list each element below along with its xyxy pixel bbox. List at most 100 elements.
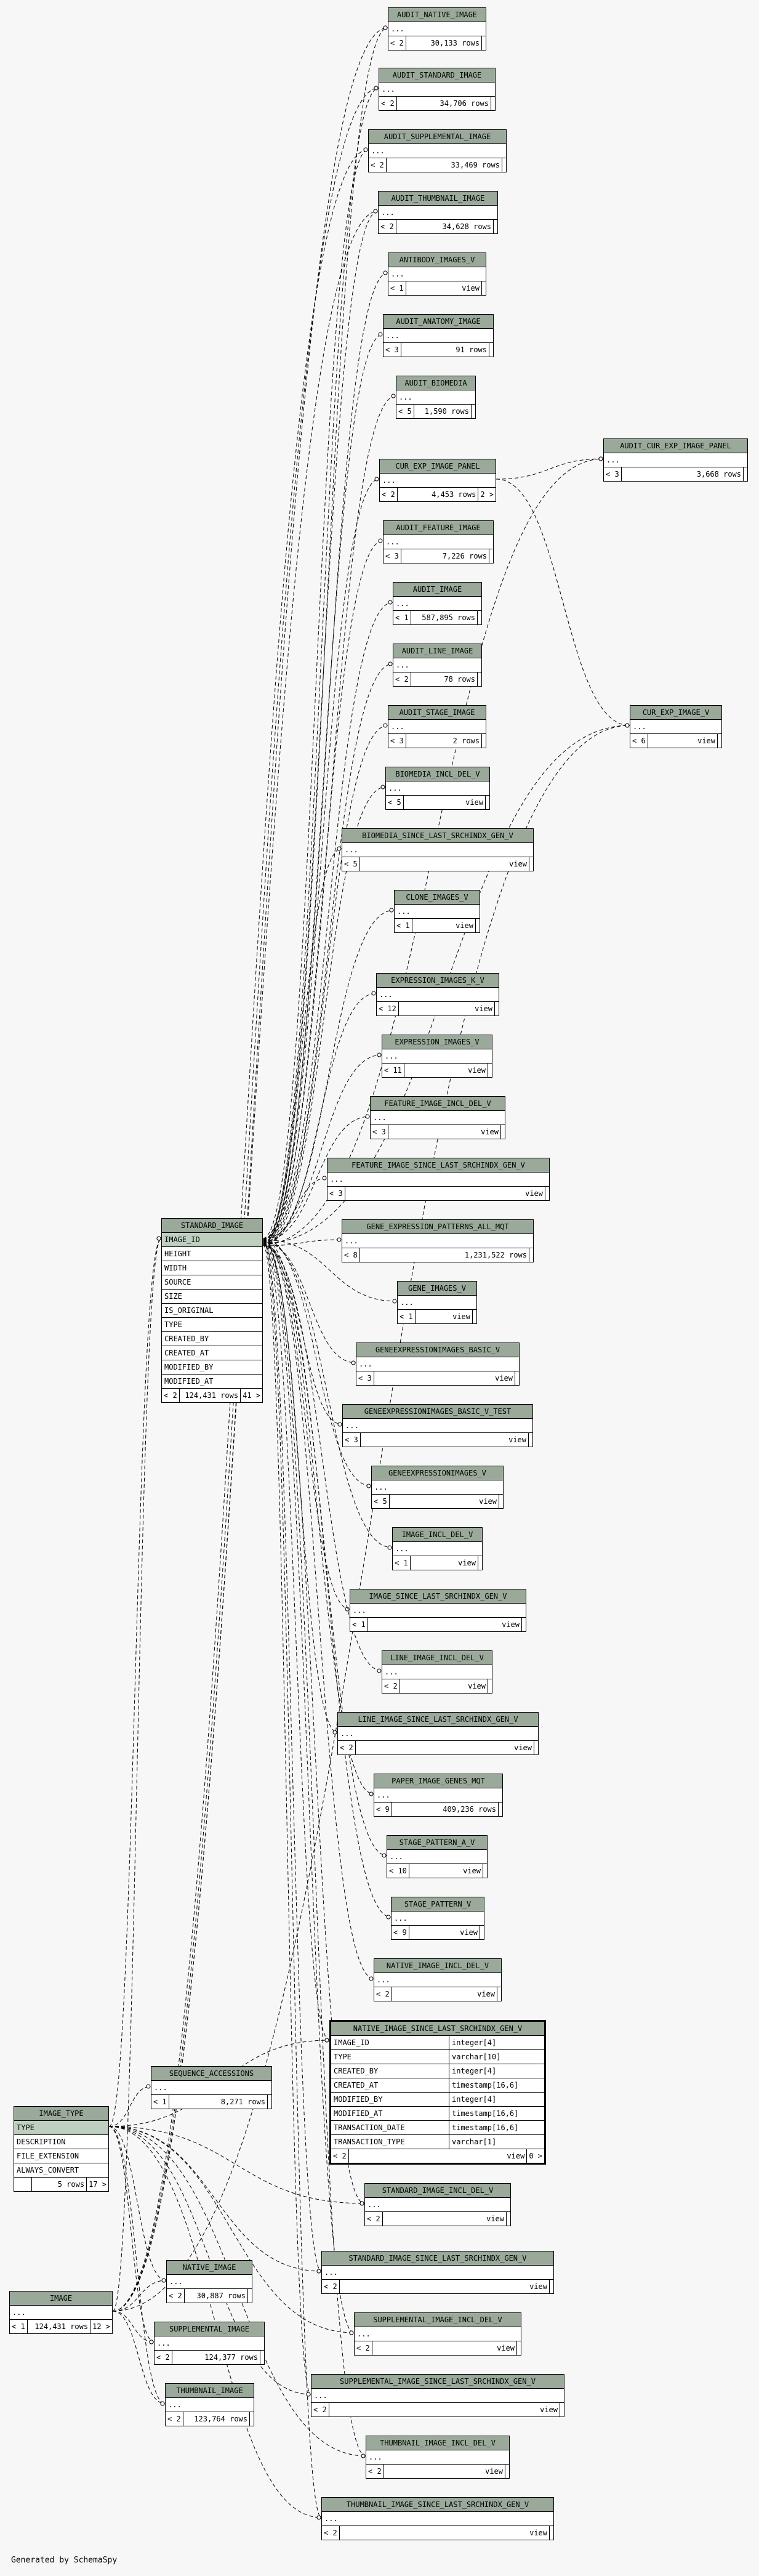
- table-name[interactable]: PAPER_IMAGE_GENES_MQT: [374, 1774, 502, 1788]
- table-name[interactable]: NATIVE_IMAGE_SINCE_LAST_SRCHINDX_GEN_V: [331, 2022, 544, 2036]
- table-column[interactable]: MODIFIED_BY: [162, 1360, 262, 1375]
- table-name[interactable]: NATIVE_IMAGE: [167, 2261, 252, 2275]
- table-column[interactable]: TYPE: [14, 2121, 108, 2135]
- table-column[interactable]: CREATED_BY: [162, 1332, 262, 1346]
- table-column[interactable]: SIZE: [162, 1290, 262, 1304]
- table-column[interactable]: DESCRIPTION: [14, 2135, 108, 2149]
- table-name[interactable]: GENE_IMAGES_V: [398, 1282, 476, 1296]
- table-name[interactable]: ANTIBODY_IMAGES_V: [388, 253, 486, 267]
- table-name[interactable]: IMAGE_SINCE_LAST_SRCHINDX_GEN_V: [350, 1589, 526, 1604]
- table-name[interactable]: AUDIT_STANDARD_IMAGE: [379, 68, 495, 83]
- table-column[interactable]: MODIFIED_AT: [162, 1375, 262, 1389]
- table-name[interactable]: CUR_EXP_IMAGE_PANEL: [380, 459, 496, 474]
- table-name[interactable]: BIOMEDIA_SINCE_LAST_SRCHINDX_GEN_V: [342, 829, 533, 843]
- table-name[interactable]: STAGE_PATTERN_V: [392, 1897, 484, 1912]
- table-name[interactable]: AUDIT_CUR_EXP_IMAGE_PANEL: [604, 439, 747, 453]
- table-name[interactable]: NATIVE_IMAGE_INCL_DEL_V: [374, 1959, 501, 1973]
- table-name[interactable]: SUPPLEMENTAL_IMAGE_INCL_DEL_V: [355, 2313, 521, 2327]
- table-name[interactable]: STANDARD_IMAGE_SINCE_LAST_SRCHINDX_GEN_V: [322, 2251, 553, 2266]
- table-name[interactable]: STAGE_PATTERN_A_V: [387, 1836, 487, 1850]
- table-column[interactable]: IMAGE_ID: [162, 1233, 262, 1247]
- table-column[interactable]: WIDTH: [162, 1261, 262, 1275]
- table-name[interactable]: EXPRESSION_IMAGES_K_V: [377, 974, 499, 988]
- table-name[interactable]: AUDIT_IMAGE: [393, 583, 481, 597]
- table-name[interactable]: FEATURE_IMAGE_SINCE_LAST_SRCHINDX_GEN_V: [327, 1158, 549, 1173]
- table-column[interactable]: HEIGHT: [162, 1247, 262, 1261]
- table-name[interactable]: SUPPLEMENTAL_IMAGE: [155, 2322, 264, 2336]
- table-column[interactable]: SOURCE: [162, 1275, 262, 1290]
- table-feature-image-since-last-srchindx-gen-v[interactable]: FEATURE_IMAGE_SINCE_LAST_SRCHINDX_GEN_V.…: [327, 1158, 550, 1201]
- table-name[interactable]: THUMBNAIL_IMAGE_INCL_DEL_V: [366, 2436, 509, 2450]
- table-name[interactable]: LINE_IMAGE_SINCE_LAST_SRCHINDX_GEN_V: [338, 1713, 538, 1727]
- table-name[interactable]: GENEEXPRESSIONIMAGES_BASIC_V: [356, 1343, 519, 1357]
- table-name[interactable]: IMAGE: [10, 2291, 112, 2306]
- table-name[interactable]: AUDIT_NATIVE_IMAGE: [388, 8, 486, 22]
- table-column[interactable]: IS_ORIGINAL: [162, 1304, 262, 1318]
- table-standard-image-since-last-srchindx-gen-v[interactable]: STANDARD_IMAGE_SINCE_LAST_SRCHINDX_GEN_V…: [321, 2251, 554, 2294]
- table-name[interactable]: SUPPLEMENTAL_IMAGE_SINCE_LAST_SRCHINDX_G…: [311, 2375, 564, 2389]
- table-thumbnail-image-since-last-srchindx-gen-v[interactable]: THUMBNAIL_IMAGE_SINCE_LAST_SRCHINDX_GEN_…: [321, 2497, 554, 2540]
- table-name[interactable]: EXPRESSION_IMAGES_V: [382, 1035, 492, 1049]
- table-line-image-since-last-srchindx-gen-v[interactable]: LINE_IMAGE_SINCE_LAST_SRCHINDX_GEN_V...<…: [337, 1712, 539, 1755]
- table-column[interactable]: ALWAYS_CONVERT: [14, 2163, 108, 2178]
- table-name[interactable]: GENEEXPRESSIONIMAGES_V: [372, 1466, 503, 1480]
- table-name[interactable]: AUDIT_ANATOMY_IMAGE: [384, 315, 493, 329]
- table-name[interactable]: FEATURE_IMAGE_INCL_DEL_V: [371, 1097, 505, 1111]
- table-column[interactable]: TYPE: [162, 1318, 262, 1332]
- table-column[interactable]: CREATED_AT: [162, 1346, 262, 1360]
- table-name[interactable]: GENEEXPRESSIONIMAGES_BASIC_V_TEST: [343, 1405, 532, 1419]
- table-name[interactable]: STANDARD_IMAGE: [162, 1219, 262, 1233]
- table-name[interactable]: STANDARD_IMAGE_INCL_DEL_V: [365, 2184, 510, 2198]
- table-name[interactable]: AUDIT_STAGE_IMAGE: [388, 706, 486, 720]
- table-name[interactable]: CUR_EXP_IMAGE_V: [630, 706, 721, 720]
- table-name[interactable]: THUMBNAIL_IMAGE_SINCE_LAST_SRCHINDX_GEN_…: [322, 2498, 553, 2512]
- table-name[interactable]: AUDIT_FEATURE_IMAGE: [384, 521, 493, 535]
- table-biomedia-since-last-srchindx-gen-v[interactable]: BIOMEDIA_SINCE_LAST_SRCHINDX_GEN_V...< 5…: [342, 828, 534, 871]
- table-column[interactable]: FILE_EXTENSION: [14, 2149, 108, 2163]
- table-name[interactable]: AUDIT_LINE_IMAGE: [393, 644, 481, 658]
- table-name[interactable]: LINE_IMAGE_INCL_DEL_V: [382, 1651, 492, 1665]
- table-name[interactable]: AUDIT_THUMBNAIL_IMAGE: [379, 192, 497, 206]
